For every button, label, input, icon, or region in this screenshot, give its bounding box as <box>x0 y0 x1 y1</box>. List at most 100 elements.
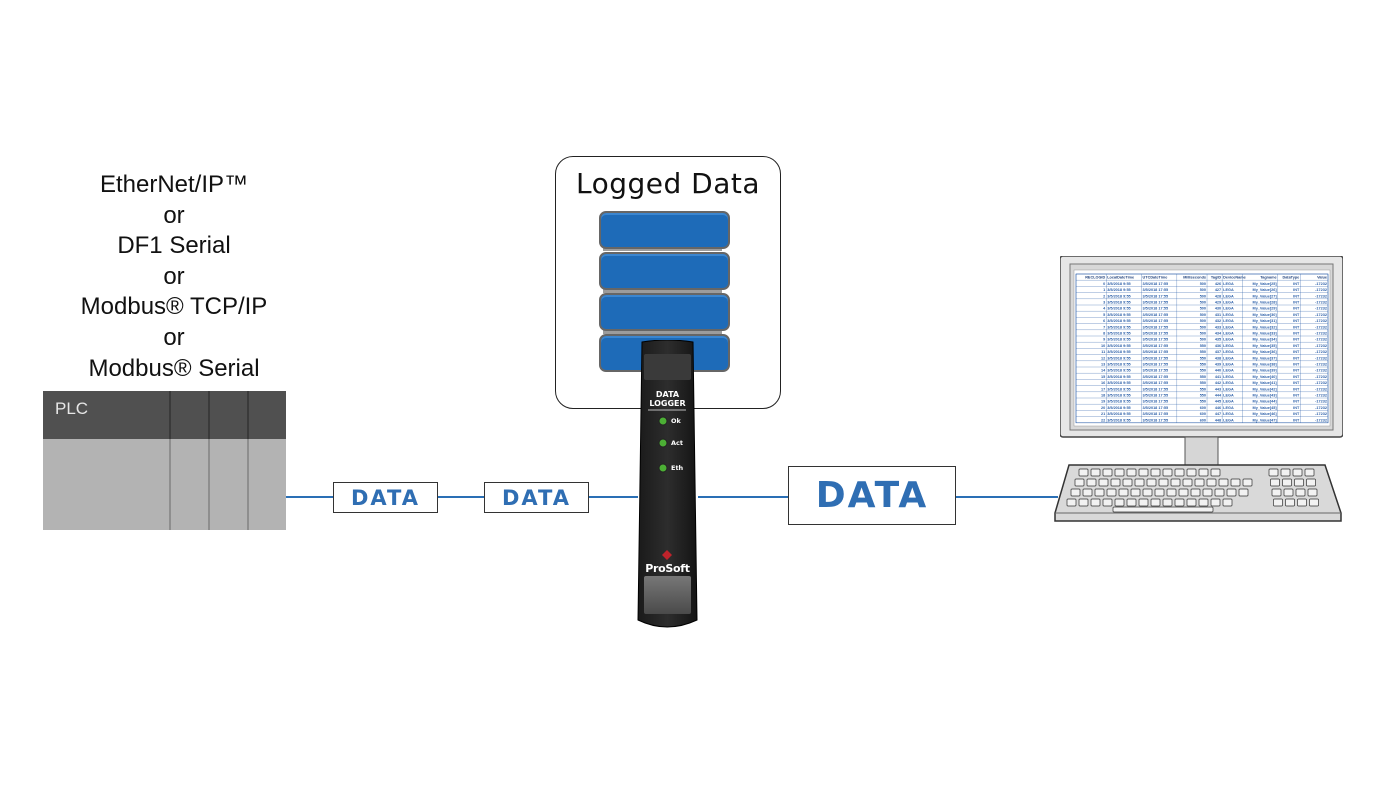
spreadsheet-cell: LEGA <box>1223 325 1234 329</box>
spreadsheet-cell: 15 <box>1101 375 1105 379</box>
spreadsheet-cell: 431 <box>1215 313 1221 317</box>
keyboard-key <box>1198 498 1209 507</box>
spreadsheet-cell: LEGA <box>1223 412 1234 416</box>
keyboard-key <box>1174 468 1185 477</box>
data-logger-device: DATA LOGGER Ok Act Eth ProSoft <box>636 339 699 630</box>
spreadsheet-cell: -17232 <box>1315 356 1327 360</box>
spreadsheet-cell: 500 <box>1200 332 1206 336</box>
spreadsheet-cell: -17232 <box>1315 387 1327 391</box>
spreadsheet-cell: INT <box>1293 418 1300 422</box>
connection-line <box>286 496 334 498</box>
keyboard-key <box>1094 488 1105 497</box>
data-packet: DATA <box>333 482 438 513</box>
logged-data-card: Logged Data <box>555 156 781 409</box>
spreadsheet-cell: 3/5/2018 9:55 <box>1107 313 1130 317</box>
spreadsheet-cell: 500 <box>1200 307 1206 311</box>
spreadsheet-cell: 3 <box>1103 301 1105 305</box>
spreadsheet-cell: INT <box>1293 338 1300 342</box>
spreadsheet-cell: 3/5/2018 9:55 <box>1107 350 1130 354</box>
spreadsheet-cell: LEGA <box>1223 363 1234 367</box>
keyboard-key <box>1182 478 1193 487</box>
spreadsheet-cell: INT <box>1293 356 1300 360</box>
spreadsheet-cell: 600 <box>1200 418 1206 422</box>
spreadsheet-cell: 447 <box>1215 412 1221 416</box>
keyboard-key <box>1198 468 1209 477</box>
data-logger-body <box>637 339 698 628</box>
spreadsheet-cell: 7 <box>1103 325 1105 329</box>
spreadsheet-cell: 600 <box>1200 406 1206 410</box>
spreadsheet-cell: INT <box>1293 288 1300 292</box>
spreadsheet-header-cell: DataType <box>1282 276 1299 280</box>
spreadsheet-cell: 500 <box>1200 325 1206 329</box>
keyboard-key <box>1178 488 1189 497</box>
spreadsheet-cell: 5 <box>1103 313 1105 317</box>
spreadsheet-cell: 550 <box>1200 356 1206 360</box>
spreadsheet-cell: 3/5/2018 17:55 <box>1143 350 1169 354</box>
spreadsheet-cell: My_Value[32] <box>1253 325 1278 329</box>
spreadsheet-cell: 2 <box>1103 294 1105 298</box>
spreadsheet-cell: 440 <box>1215 369 1221 373</box>
protocol-item: or <box>163 201 185 229</box>
spreadsheet-cell: 3/5/2018 9:55 <box>1107 325 1130 329</box>
spreadsheet-cell: 3/5/2018 17:55 <box>1143 282 1169 286</box>
spreadsheet-cell: 3/5/2018 9:55 <box>1107 406 1130 410</box>
spreadsheet-cell: INT <box>1293 294 1300 298</box>
database-disk <box>599 211 730 249</box>
spreadsheet-cell: My_Value[25] <box>1253 282 1278 286</box>
keyboard-key <box>1271 488 1282 497</box>
keyboard-key <box>1307 488 1318 497</box>
spreadsheet-cell: LEGA <box>1223 288 1234 292</box>
spreadsheet-cell: -17232 <box>1315 301 1327 305</box>
spreadsheet-cell: 433 <box>1215 325 1221 329</box>
spreadsheet-cell: 3/5/2018 17:55 <box>1143 375 1169 379</box>
logger-label-line2: LOGGER <box>649 399 686 408</box>
spreadsheet-header-cell: DeviceName <box>1223 276 1246 280</box>
database-disk-gap <box>603 328 722 334</box>
spreadsheet-cell: My_Value[37] <box>1253 356 1278 360</box>
spreadsheet-cell: 550 <box>1200 369 1206 373</box>
spreadsheet-cell: 16 <box>1101 381 1105 385</box>
spreadsheet-cell: 3/5/2018 17:55 <box>1143 332 1169 336</box>
keyboard-key <box>1070 488 1081 497</box>
spreadsheet-cell: 442 <box>1215 381 1221 385</box>
spreadsheet-cell: 4 <box>1103 307 1106 311</box>
keyboard-key <box>1090 468 1101 477</box>
keyboard-key <box>1102 498 1113 507</box>
spreadsheet-cell: 3/5/2018 9:55 <box>1107 307 1130 311</box>
spreadsheet-cell: INT <box>1293 307 1300 311</box>
spreadsheet-cell: 3/5/2018 9:55 <box>1107 319 1130 323</box>
spreadsheet-cell: 500 <box>1200 338 1206 342</box>
spreadsheet-cell: 3/5/2018 9:55 <box>1107 282 1130 286</box>
spreadsheet-header-cell: LocalDateTime <box>1107 276 1134 280</box>
spreadsheet-cell: My_Value[45] <box>1253 406 1278 410</box>
spreadsheet-cell: 3/5/2018 9:55 <box>1107 418 1130 422</box>
plc-slot-divider <box>169 439 171 530</box>
spreadsheet-cell: INT <box>1293 412 1300 416</box>
keyboard-key <box>1118 488 1129 497</box>
spreadsheet-cell: 448 <box>1215 418 1221 422</box>
logged-data-title: Logged Data <box>575 167 761 200</box>
spreadsheet-cell: LEGA <box>1223 350 1234 354</box>
data-packet-large: DATA <box>788 466 956 525</box>
keyboard-key <box>1090 498 1101 507</box>
spreadsheet-cell: 600 <box>1200 412 1206 416</box>
keyboard-key <box>1150 468 1161 477</box>
spreadsheet-cell: INT <box>1293 406 1300 410</box>
spreadsheet-cell: 429 <box>1215 301 1221 305</box>
spreadsheet-cell: LEGA <box>1223 418 1234 422</box>
spreadsheet-cell: INT <box>1293 301 1300 305</box>
spreadsheet-cell: 436 <box>1215 344 1221 348</box>
keyboard-key <box>1138 468 1149 477</box>
keyboard-key <box>1082 488 1093 497</box>
database-disk-gap <box>603 287 722 293</box>
spreadsheet-cell: 3/5/2018 9:55 <box>1107 394 1130 398</box>
spreadsheet-cell: LEGA <box>1223 282 1234 286</box>
keyboard-key <box>1122 478 1133 487</box>
plc-body <box>43 439 286 530</box>
keyboard-key <box>1297 498 1307 507</box>
spreadsheet-cell: 3/5/2018 17:55 <box>1143 363 1169 367</box>
keyboard-key <box>1066 498 1077 507</box>
protocol-item: Modbus® TCP/IP <box>80 293 268 321</box>
spreadsheet-cell: My_Value[28] <box>1253 301 1278 305</box>
